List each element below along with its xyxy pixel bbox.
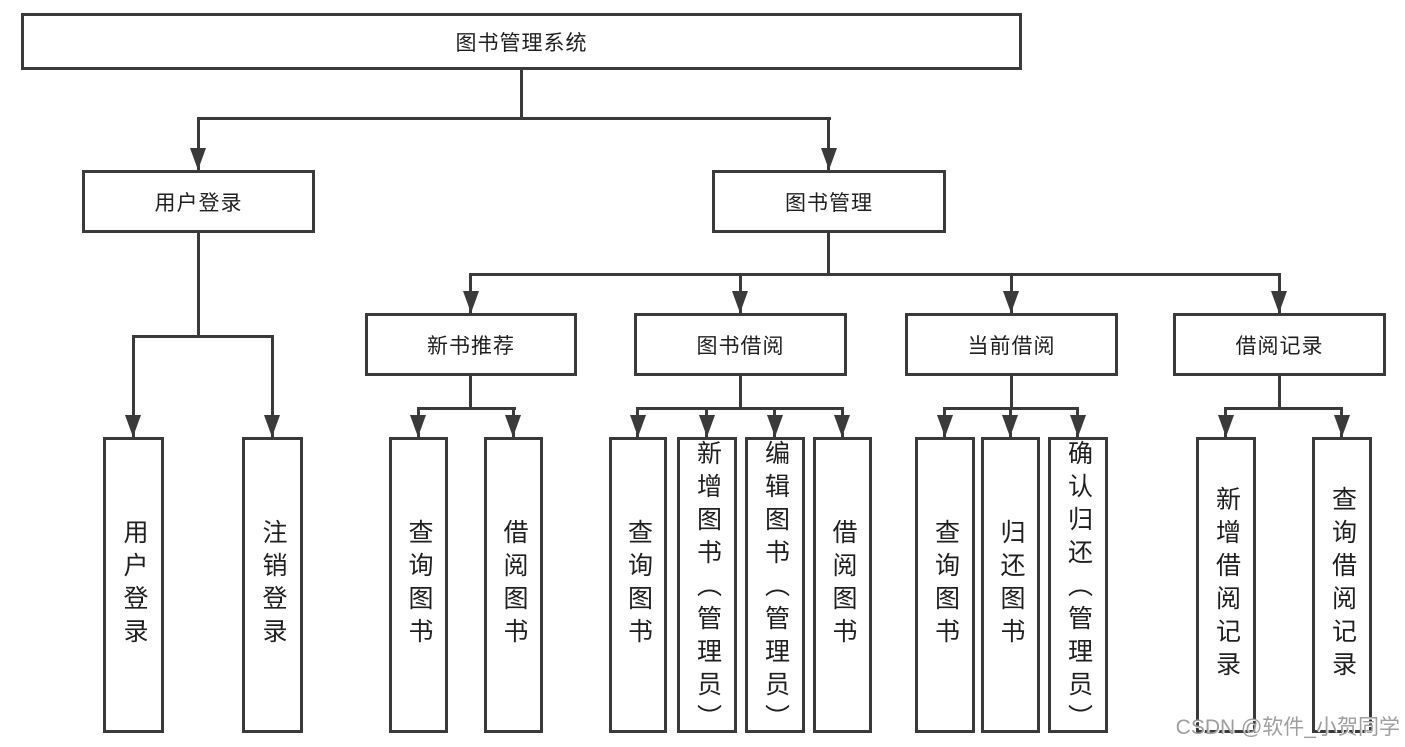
node-user-login: 用户登录 — [82, 170, 315, 233]
leaf-borrow-books-recommend: 借阅图书 — [484, 437, 543, 733]
node-book-management-system: 图书管理系统 — [21, 13, 1022, 70]
arrow-down-icon — [1271, 291, 1287, 313]
connector-line — [1224, 407, 1343, 410]
arrow-down-icon — [505, 415, 521, 437]
connector-line — [197, 117, 200, 170]
node-current-borrowing: 当前借阅 — [905, 313, 1118, 376]
arrow-down-icon — [821, 148, 837, 170]
connector-line — [197, 233, 200, 337]
leaf-query-books-recommend: 查询图书 — [389, 437, 448, 733]
connector-line — [417, 407, 516, 410]
leaf-query-books-borrow: 查询图书 — [609, 437, 667, 733]
connector-line — [469, 376, 472, 410]
arrow-down-icon — [1002, 415, 1018, 437]
connector-line — [132, 335, 135, 437]
connector-line — [827, 233, 830, 275]
connector-line — [1010, 376, 1013, 410]
arrow-down-icon — [125, 415, 141, 437]
leaf-borrow-books: 借阅图书 — [813, 437, 872, 733]
connector-line — [520, 69, 523, 119]
node-book-management: 图书管理 — [712, 170, 946, 233]
arrow-down-icon — [1334, 415, 1350, 437]
leaf-confirm-return-admin: 确认归还（管理员） — [1048, 437, 1108, 737]
arrow-down-icon — [190, 148, 206, 170]
connector-line — [197, 117, 831, 120]
node-book-borrowing: 图书借阅 — [634, 313, 847, 376]
arrow-down-icon — [630, 415, 646, 437]
arrow-down-icon — [264, 415, 280, 437]
connector-line — [636, 407, 844, 410]
arrow-down-icon — [767, 415, 783, 437]
arrow-down-icon — [1003, 291, 1019, 313]
csdn-watermark: CSDN @软件_小贺同学 — [1175, 716, 1400, 739]
connector-line — [470, 273, 1281, 276]
node-new-book-recommendation: 新书推荐 — [365, 313, 577, 376]
connector-line — [739, 376, 742, 410]
leaf-query-books-current: 查询图书 — [915, 437, 975, 733]
connector-line — [271, 335, 274, 437]
arrow-down-icon — [834, 415, 850, 437]
arrow-down-icon — [1218, 415, 1234, 437]
arrow-down-icon — [410, 415, 426, 437]
arrow-down-icon — [1070, 415, 1086, 437]
arrow-down-icon — [732, 291, 748, 313]
arrow-down-icon — [937, 415, 953, 437]
leaf-edit-books-admin: 编辑图书（管理员） — [745, 437, 805, 737]
leaf-return-books: 归还图书 — [981, 437, 1040, 733]
arrow-down-icon — [463, 291, 479, 313]
node-borrowing-records: 借阅记录 — [1173, 313, 1386, 376]
leaf-add-books-admin: 新增图书（管理员） — [677, 437, 737, 737]
arrow-down-icon — [699, 415, 715, 437]
leaf-add-borrow-record: 新增借阅记录 — [1196, 437, 1256, 733]
leaf-query-borrow-record: 查询借阅记录 — [1312, 437, 1372, 733]
leaf-user-login: 用户登录 — [103, 437, 164, 733]
connector-line — [132, 335, 274, 338]
leaf-logout: 注销登录 — [242, 437, 303, 733]
connector-line — [1278, 376, 1281, 410]
connector-line — [827, 117, 830, 170]
